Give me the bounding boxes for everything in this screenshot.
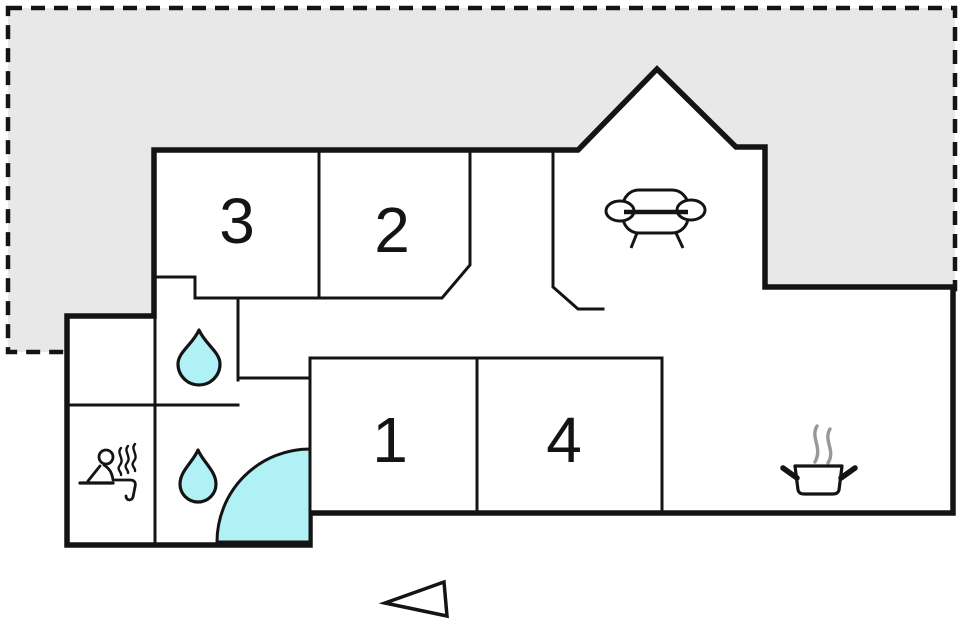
room-3-label: 3 [219, 185, 255, 257]
pot-handles [780, 465, 858, 481]
house-outline [64, 65, 956, 548]
wall-block14-top-right [308, 356, 664, 514]
interior-walls [65, 150, 664, 544]
room-2-label: 2 [374, 194, 410, 266]
room-1-label: 1 [372, 404, 408, 476]
cooking-pot-icon [780, 424, 858, 496]
sofa-icon [604, 188, 707, 249]
water-drop-icon [178, 448, 218, 504]
sauna-person-body [86, 463, 137, 502]
pot-steam [813, 424, 833, 465]
sauna-icon [78, 442, 137, 502]
entrance-arrow-icon [378, 579, 449, 619]
sauna-person-head [97, 448, 115, 466]
sauna-steam [117, 442, 137, 477]
water-drop-icon [176, 328, 222, 387]
sofa-legs [629, 232, 685, 249]
room-4-label: 4 [546, 404, 582, 476]
pot-body [793, 464, 844, 496]
wall-bedrooms-south [155, 150, 472, 300]
wall-living-west [551, 150, 605, 311]
corner-bath [215, 447, 312, 544]
